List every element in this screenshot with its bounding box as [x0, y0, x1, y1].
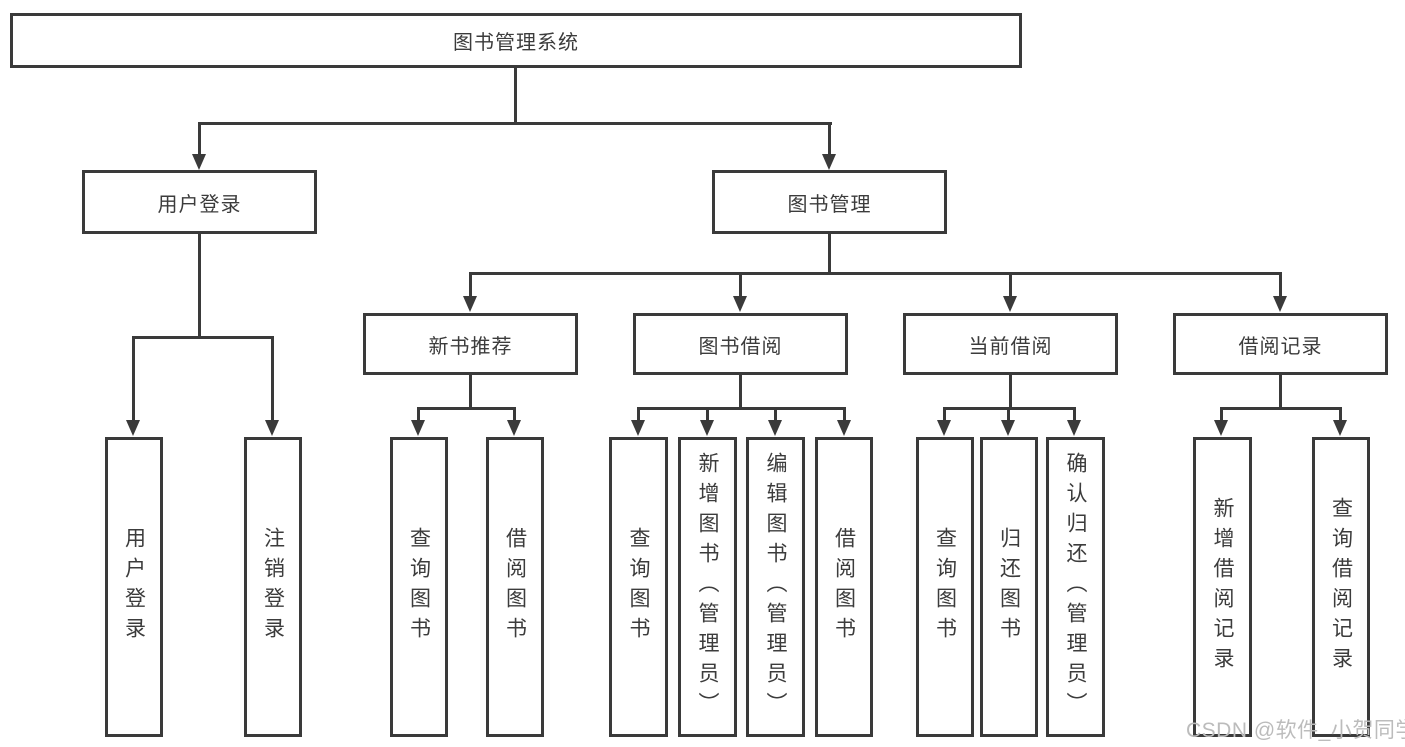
- arrowhead-down-icon: [1003, 296, 1017, 312]
- leaf-confirm-return-admin: 确认归还（管理员）: [1046, 437, 1105, 737]
- connector-line: [513, 410, 516, 423]
- node-current-borrow: 当前借阅: [903, 313, 1118, 375]
- node-book-management: 图书管理: [712, 170, 947, 234]
- connector-line: [1009, 375, 1012, 407]
- connector-line: [132, 339, 135, 423]
- connector-line: [637, 407, 846, 410]
- arrowhead-down-icon: [1273, 296, 1287, 312]
- leaf-confirm-return-admin-label: 确认归还（管理员）: [1064, 452, 1087, 722]
- connector-line: [1009, 275, 1012, 297]
- connector-line: [1339, 410, 1342, 423]
- node-library-system-label: 图书管理系统: [453, 32, 579, 54]
- node-new-book-recommend-label: 新书推荐: [428, 335, 513, 358]
- leaf-user-login-label: 用户登录: [122, 527, 146, 647]
- connector-line: [774, 410, 777, 423]
- arrowhead-down-icon: [411, 420, 425, 436]
- connector-line: [469, 275, 472, 297]
- leaf-borrow-books-recommend: 借阅图书: [486, 437, 544, 737]
- node-borrow-records: 借阅记录: [1173, 313, 1388, 375]
- leaf-add-books-admin-label: 新增图书（管理员）: [696, 452, 719, 722]
- leaf-edit-books-admin: 编辑图书（管理员）: [746, 437, 805, 737]
- connector-line: [828, 125, 831, 157]
- leaf-query-books-current: 查询图书: [916, 437, 974, 737]
- arrowhead-down-icon: [1333, 420, 1347, 436]
- connector-line: [1220, 407, 1342, 410]
- leaf-borrow-books-recommend-label: 借阅图书: [503, 527, 527, 647]
- connector-line: [943, 410, 946, 423]
- connector-line: [739, 375, 742, 407]
- connector-line: [828, 234, 831, 272]
- arrowhead-down-icon: [733, 296, 747, 312]
- connector-line: [1220, 410, 1223, 423]
- leaf-logout: 注销登录: [244, 437, 302, 737]
- node-user-login-label: 用户登录: [157, 193, 242, 216]
- leaf-query-books-recommend-label: 查询图书: [407, 527, 431, 647]
- arrowhead-down-icon: [265, 420, 279, 436]
- connector-line: [1279, 375, 1282, 407]
- arrowhead-down-icon: [463, 296, 477, 312]
- leaf-query-books-recommend: 查询图书: [390, 437, 448, 737]
- leaf-add-borrow-record-label: 新增借阅记录: [1211, 497, 1234, 677]
- arrowhead-down-icon: [126, 420, 140, 436]
- leaf-borrow-books: 借阅图书: [815, 437, 873, 737]
- leaf-logout-label: 注销登录: [261, 527, 285, 647]
- arrowhead-down-icon: [1214, 420, 1228, 436]
- connector-line: [417, 407, 516, 410]
- leaf-add-borrow-record: 新增借阅记录: [1193, 437, 1252, 737]
- connector-line: [469, 375, 472, 407]
- leaf-return-books: 归还图书: [980, 437, 1038, 737]
- arrowhead-down-icon: [507, 420, 521, 436]
- leaf-add-books-admin: 新增图书（管理员）: [678, 437, 737, 737]
- connector-line: [198, 234, 201, 336]
- connector-line: [198, 125, 201, 157]
- arrowhead-down-icon: [631, 420, 645, 436]
- connector-line: [417, 410, 420, 423]
- arrowhead-down-icon: [700, 420, 714, 436]
- node-book-borrow: 图书借阅: [633, 313, 848, 375]
- connector-line: [132, 336, 274, 339]
- connector-line: [1279, 275, 1282, 297]
- arrowhead-down-icon: [1067, 420, 1081, 436]
- leaf-user-login: 用户登录: [105, 437, 163, 737]
- arrowhead-down-icon: [837, 420, 851, 436]
- leaf-query-books-borrow: 查询图书: [609, 437, 668, 737]
- connector-line: [637, 410, 640, 423]
- node-borrow-records-label: 借阅记录: [1238, 335, 1323, 358]
- node-book-management-label: 图书管理: [787, 193, 872, 216]
- leaf-edit-books-admin-label: 编辑图书（管理员）: [764, 452, 787, 722]
- node-new-book-recommend: 新书推荐: [363, 313, 578, 375]
- leaf-query-books-borrow-label: 查询图书: [627, 527, 650, 647]
- arrowhead-down-icon: [822, 154, 836, 170]
- node-current-borrow-label: 当前借阅: [968, 335, 1053, 358]
- connector-line: [198, 122, 832, 125]
- connector-line: [1073, 410, 1076, 423]
- leaf-return-books-label: 归还图书: [997, 527, 1021, 647]
- connector-line: [843, 410, 846, 423]
- connector-line: [514, 65, 517, 122]
- leaf-borrow-books-label: 借阅图书: [832, 527, 856, 647]
- arrowhead-down-icon: [192, 154, 206, 170]
- node-user-login: 用户登录: [82, 170, 317, 234]
- connector-line: [469, 272, 1282, 275]
- arrowhead-down-icon: [768, 420, 782, 436]
- node-book-borrow-label: 图书借阅: [698, 335, 783, 358]
- node-library-system: 图书管理系统: [10, 13, 1022, 68]
- arrowhead-down-icon: [937, 420, 951, 436]
- leaf-query-borrow-record-label: 查询借阅记录: [1329, 497, 1353, 677]
- connector-line: [271, 339, 274, 423]
- connector-line: [739, 275, 742, 297]
- arrowhead-down-icon: [1001, 420, 1015, 436]
- connector-line: [706, 410, 709, 423]
- connector-line: [1007, 410, 1010, 423]
- watermark: CSDN @软件_小贺同学: [1186, 719, 1405, 742]
- leaf-query-books-current-label: 查询图书: [933, 527, 957, 647]
- connector-line: [943, 407, 1076, 410]
- leaf-query-borrow-record: 查询借阅记录: [1312, 437, 1370, 737]
